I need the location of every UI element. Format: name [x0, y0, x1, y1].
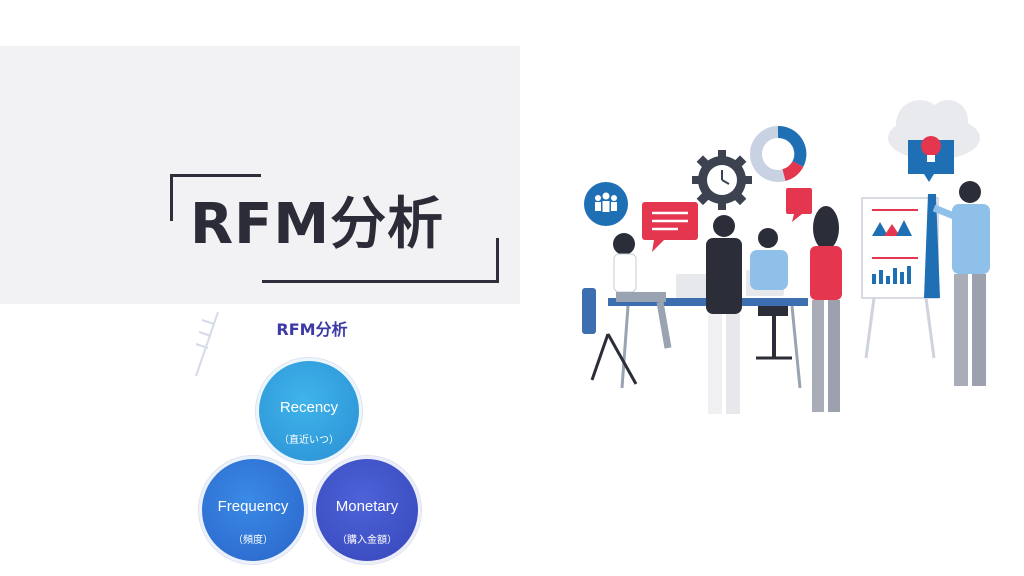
team-icon [584, 182, 628, 226]
presentation-board-icon [861, 194, 940, 359]
team-meeting-illustration [582, 100, 990, 414]
title-bracket-top-left [170, 174, 261, 221]
person-standing-dark [706, 215, 742, 414]
recency-sublabel: （直近いつ） [279, 435, 339, 446]
frequency-sublabel: （頻度） [233, 535, 273, 546]
monetary-sublabel: （購入金額） [337, 535, 397, 546]
frequency-label: Frequency [217, 498, 289, 515]
person-presenting [932, 181, 990, 386]
person-seated-left [582, 233, 672, 385]
donut-chart-icon [750, 126, 807, 182]
monetary-label: Monetary [335, 498, 399, 515]
person-seated-center [750, 228, 792, 360]
rfm-diagram-title: RFM分析 [276, 320, 348, 339]
title-bracket-bottom-right [262, 238, 499, 283]
faint-decoration [195, 311, 219, 377]
recency-label: Recency [279, 399, 339, 416]
person-standing-red [810, 206, 842, 412]
page-title: RFM分析 [190, 192, 445, 257]
monetary-circle: Monetary （購入金額） [313, 456, 421, 564]
gear-clock-icon [692, 150, 752, 210]
cloud-lightbulb-icon [888, 100, 980, 182]
recency-circle: Recency （直近いつ） [256, 358, 362, 464]
chat-bubble-icon [642, 188, 812, 252]
frequency-circle: Frequency （頻度） [199, 456, 307, 564]
